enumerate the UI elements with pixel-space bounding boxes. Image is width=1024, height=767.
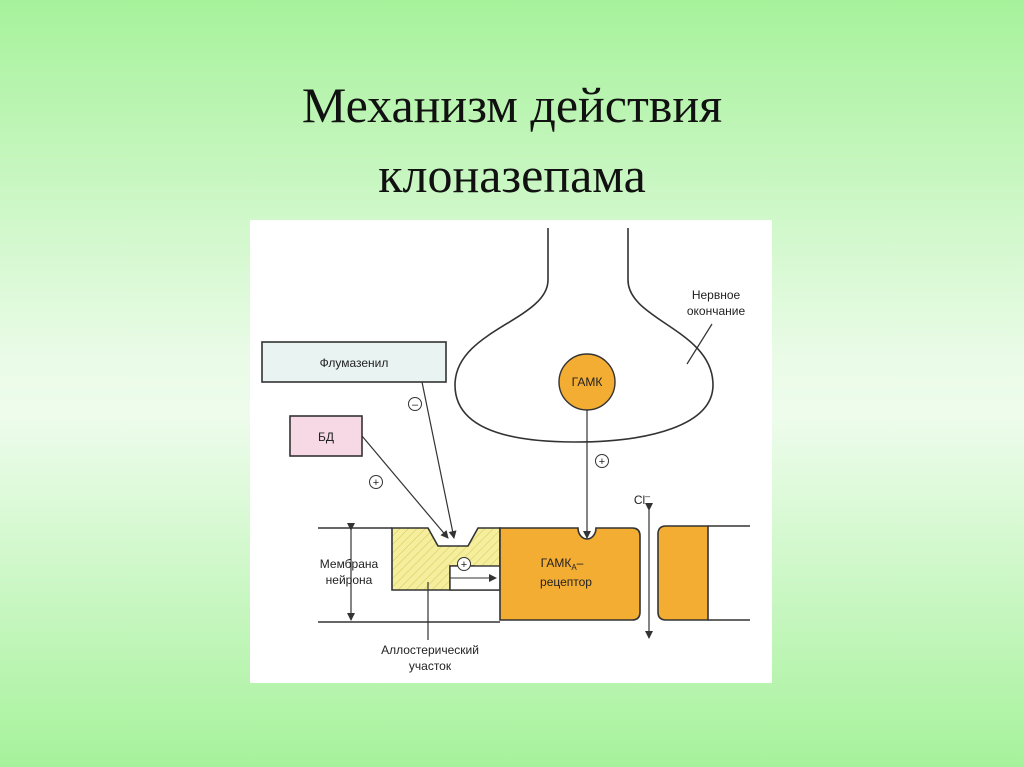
slide-title-line-2: клоназепама	[378, 147, 646, 203]
receptor-label-line2: рецептор	[540, 575, 592, 589]
allosteric-label-1: Аллостерический	[381, 643, 479, 657]
receptor-label-main: ГАМКА–	[541, 556, 584, 572]
allosteric-label-2: участок	[409, 659, 452, 673]
slide-title-line-1: Механизм действия	[301, 77, 723, 133]
membrane-label-2: нейрона	[326, 573, 373, 587]
receptor-right-block	[657, 525, 709, 621]
nerve-ending-label-2: окончание	[687, 304, 746, 318]
flumazenil-arrow	[421, 381, 457, 539]
diagram-panel: Нервное окончание ГАМК + Флумазенил БД –…	[250, 220, 772, 683]
flumazenil-box	[261, 341, 447, 383]
nerve-ending-label-1: Нервное	[692, 288, 741, 302]
allosteric-plus-sign-text: +	[461, 559, 467, 571]
nerve-ending-pointer	[686, 323, 713, 365]
nerve-ending-outline	[454, 228, 714, 443]
allosteric-plus-sign	[457, 557, 471, 571]
gaba-plus-sign-text: +	[599, 456, 605, 468]
bd-box	[289, 415, 363, 457]
flumazenil-minus-sign-text: –	[412, 399, 419, 411]
bd-plus-sign-text: +	[373, 477, 379, 489]
bd-plus-sign	[369, 475, 383, 489]
membrane-label-1: Мембрана	[320, 557, 379, 571]
slide-title: Механизм действия клоназепама	[0, 70, 1024, 210]
flumazenil-label: Флумазенил	[320, 356, 389, 370]
bd-arrow	[361, 435, 449, 539]
gaba-a-receptor-block	[499, 527, 641, 621]
flumazenil-minus-sign	[408, 397, 422, 411]
mechanism-diagram: Нервное окончание ГАМК + Флумазенил БД –…	[261, 228, 750, 673]
chloride-label: Cl–	[634, 491, 650, 507]
gaba-label: ГАМК	[572, 375, 603, 389]
bd-label: БД	[318, 430, 334, 444]
gaba-plus-sign	[595, 454, 609, 468]
